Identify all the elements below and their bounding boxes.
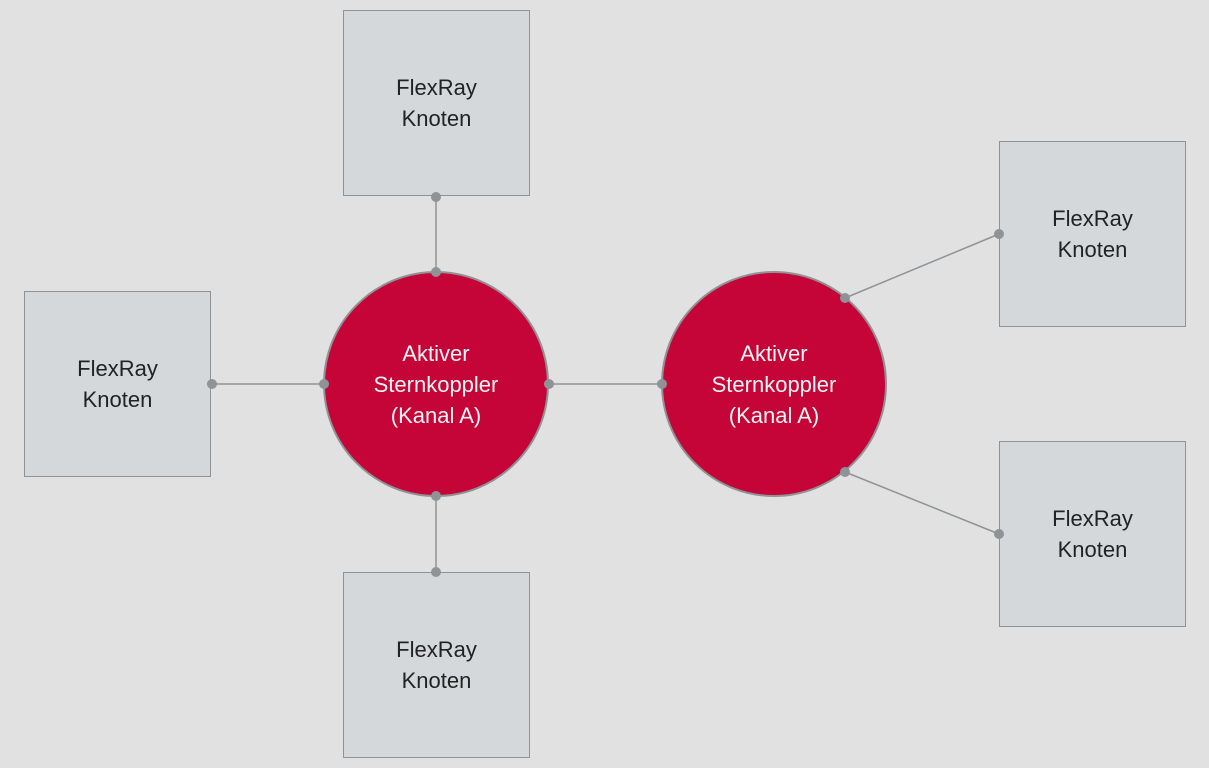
star-coupler-label: Aktiver Sternkoppler (Kanal A) (373, 340, 499, 428)
star-coupler-right: Aktiver Sternkoppler (Kanal A) (661, 271, 887, 497)
flexray-node-right-top: FlexRay Knoten (999, 141, 1186, 327)
flexray-node-top: FlexRay Knoten (343, 10, 530, 196)
flexray-node-left: FlexRay Knoten (24, 291, 211, 477)
star-coupler-left: Aktiver Sternkoppler (Kanal A) (323, 271, 549, 497)
node-label: FlexRay Knoten (1052, 506, 1133, 562)
node-label: FlexRay Knoten (396, 637, 477, 693)
node-label: FlexRay Knoten (396, 75, 477, 131)
node-label: FlexRay Knoten (77, 356, 158, 412)
node-label: FlexRay Knoten (1052, 206, 1133, 262)
connection-line (844, 471, 1000, 535)
star-coupler-label: Aktiver Sternkoppler (Kanal A) (711, 340, 837, 428)
connection-line (844, 233, 1000, 299)
flexray-node-bottom: FlexRay Knoten (343, 572, 530, 758)
flexray-node-right-bottom: FlexRay Knoten (999, 441, 1186, 627)
